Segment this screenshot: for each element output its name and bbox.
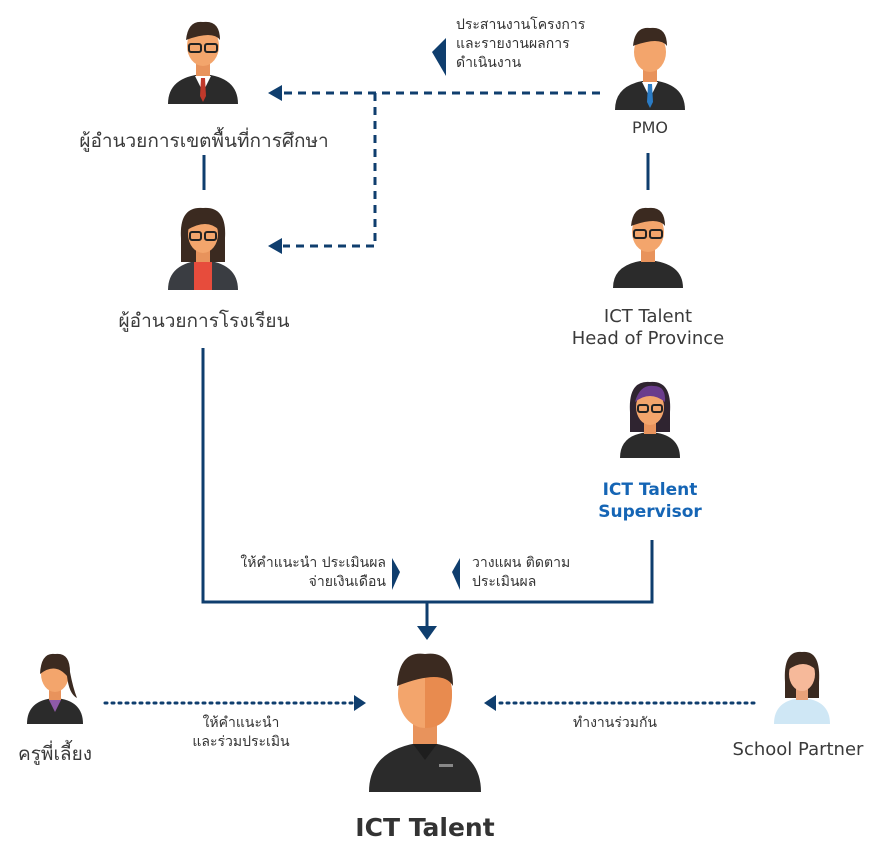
school-director-label: ผู้อำนวยการโรงเรียน (118, 310, 290, 332)
note-line: ให้คำแนะนำ (202, 715, 280, 731)
supervisor-avatar (620, 381, 680, 458)
school-partner-label: School Partner (732, 739, 864, 760)
dashed-connector-pmo-school (283, 93, 377, 248)
note-line: ประเมินผล (472, 574, 537, 590)
head-of-province-avatar (613, 207, 683, 288)
note-line: ประสานงานโครงการ (456, 17, 586, 33)
area-director-label: ผู้อำนวยการเขตพื้นที่การศึกษา (79, 130, 329, 152)
note-line: วางแผน ติดตาม (472, 555, 571, 571)
advise-coevaluate-note: ให้คำแนะนำ และร่วมประเมิน (156, 714, 326, 752)
school-director-avatar (168, 207, 238, 290)
arrow-down-icon (417, 626, 437, 640)
arrow-left-icon (268, 85, 282, 101)
chevron-left-icon (432, 38, 446, 76)
note-line: และร่วมประเมิน (192, 734, 290, 750)
mentor-teacher-avatar (27, 653, 83, 724)
pmo-label: PMO (631, 118, 669, 137)
ict-talent-avatar (369, 653, 481, 792)
supervisor-line1: ICT Talent (602, 480, 698, 500)
head-of-province-line1: ICT Talent (603, 306, 693, 327)
arrow-left-icon (268, 238, 282, 254)
note-line: ทำงานร่วมกัน (572, 715, 657, 731)
work-together-note: ทำงานร่วมกัน (540, 714, 690, 733)
arrow-right-icon (354, 695, 366, 711)
area-director-avatar (168, 21, 238, 104)
note-line: ให้คำแนะนำ ประเมินผล (240, 555, 386, 571)
mentor-teacher-label: ครูพี่เลี้ยง (18, 743, 92, 765)
supervisor-label: ICT Talent Supervisor (560, 479, 740, 523)
head-of-province-label: ICT Talent Head of Province (548, 306, 748, 350)
pmo-coordinate-note: ประสานงานโครงการ และรายงานผลการ ดำเนินงา… (456, 16, 585, 73)
note-line: จ่ายเงินเดือน (308, 574, 386, 590)
chevron-left-icon (452, 558, 460, 590)
chevron-right-icon (392, 558, 400, 590)
note-line: และรายงานผลการ (456, 36, 570, 52)
ict-talent-label: ICT Talent (355, 813, 495, 842)
arrow-left-icon (484, 695, 496, 711)
head-of-province-line2: Head of Province (571, 328, 725, 349)
pmo-avatar (615, 27, 685, 110)
advise-evaluate-note: ให้คำแนะนำ ประเมินผล จ่ายเงินเดือน (206, 554, 386, 592)
supervisor-line2: Supervisor (598, 502, 702, 522)
school-partner-avatar (774, 651, 830, 724)
note-line: ดำเนินงาน (456, 55, 522, 71)
plan-follow-note: วางแผน ติดตาม ประเมินผล (472, 554, 570, 592)
